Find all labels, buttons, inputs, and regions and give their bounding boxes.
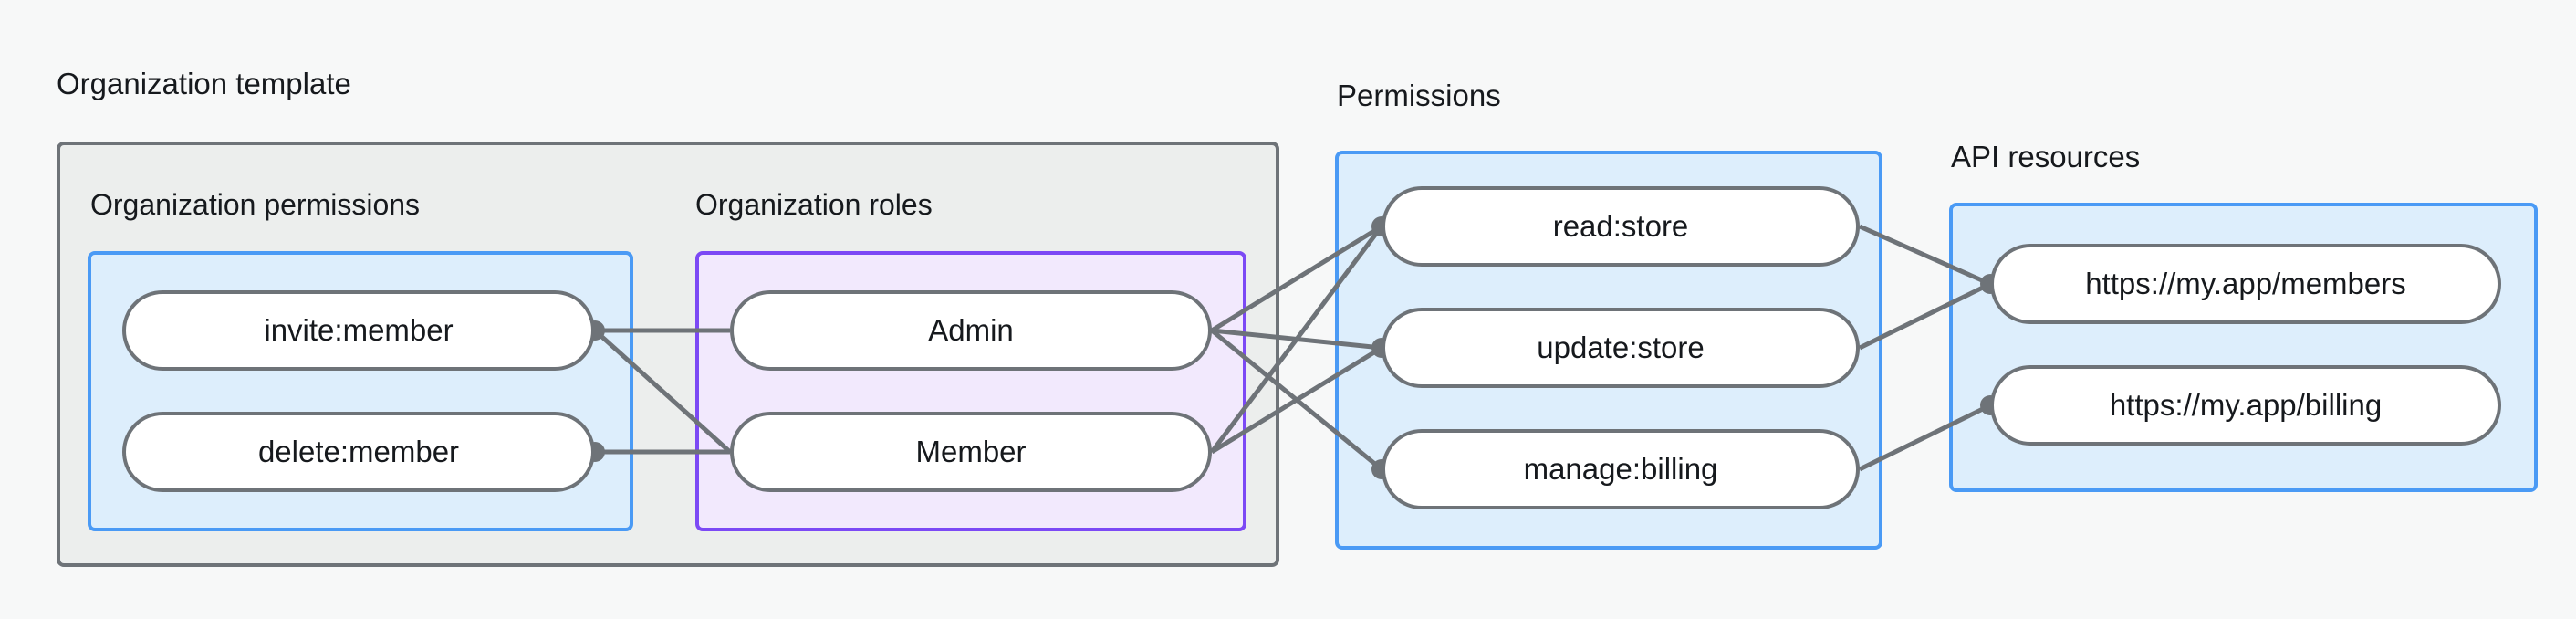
node-label: invite:member — [264, 313, 454, 347]
node-label: delete:member — [257, 435, 460, 468]
node-resource-members[interactable]: https://my.app/members — [1990, 244, 2501, 324]
subtitle-organization-permissions: Organization permissions — [90, 188, 421, 221]
title-api-resources: API resources — [1951, 140, 2141, 173]
node-label: update:store — [1537, 330, 1705, 364]
node-label: read:store — [1552, 209, 1689, 243]
node-invite-member[interactable]: invite:member — [122, 290, 595, 371]
node-label: Admin — [928, 313, 1014, 347]
node-read-store[interactable]: read:store — [1382, 186, 1860, 267]
node-label: manage:billing — [1523, 452, 1718, 486]
node-update-store[interactable]: update:store — [1382, 308, 1860, 388]
title-permissions: Permissions — [1337, 79, 1501, 112]
node-manage-billing[interactable]: manage:billing — [1382, 429, 1860, 509]
subtitle-organization-roles: Organization roles — [695, 188, 933, 221]
node-resource-billing[interactable]: https://my.app/billing — [1990, 365, 2501, 446]
node-role-admin[interactable]: Admin — [730, 290, 1212, 371]
node-delete-member[interactable]: delete:member — [122, 412, 595, 492]
node-label: https://my.app/billing — [2109, 388, 2383, 422]
node-label: Member — [915, 435, 1027, 468]
node-label: https://my.app/members — [2085, 267, 2406, 300]
title-organization-template: Organization template — [57, 67, 351, 100]
node-role-member[interactable]: Member — [730, 412, 1212, 492]
